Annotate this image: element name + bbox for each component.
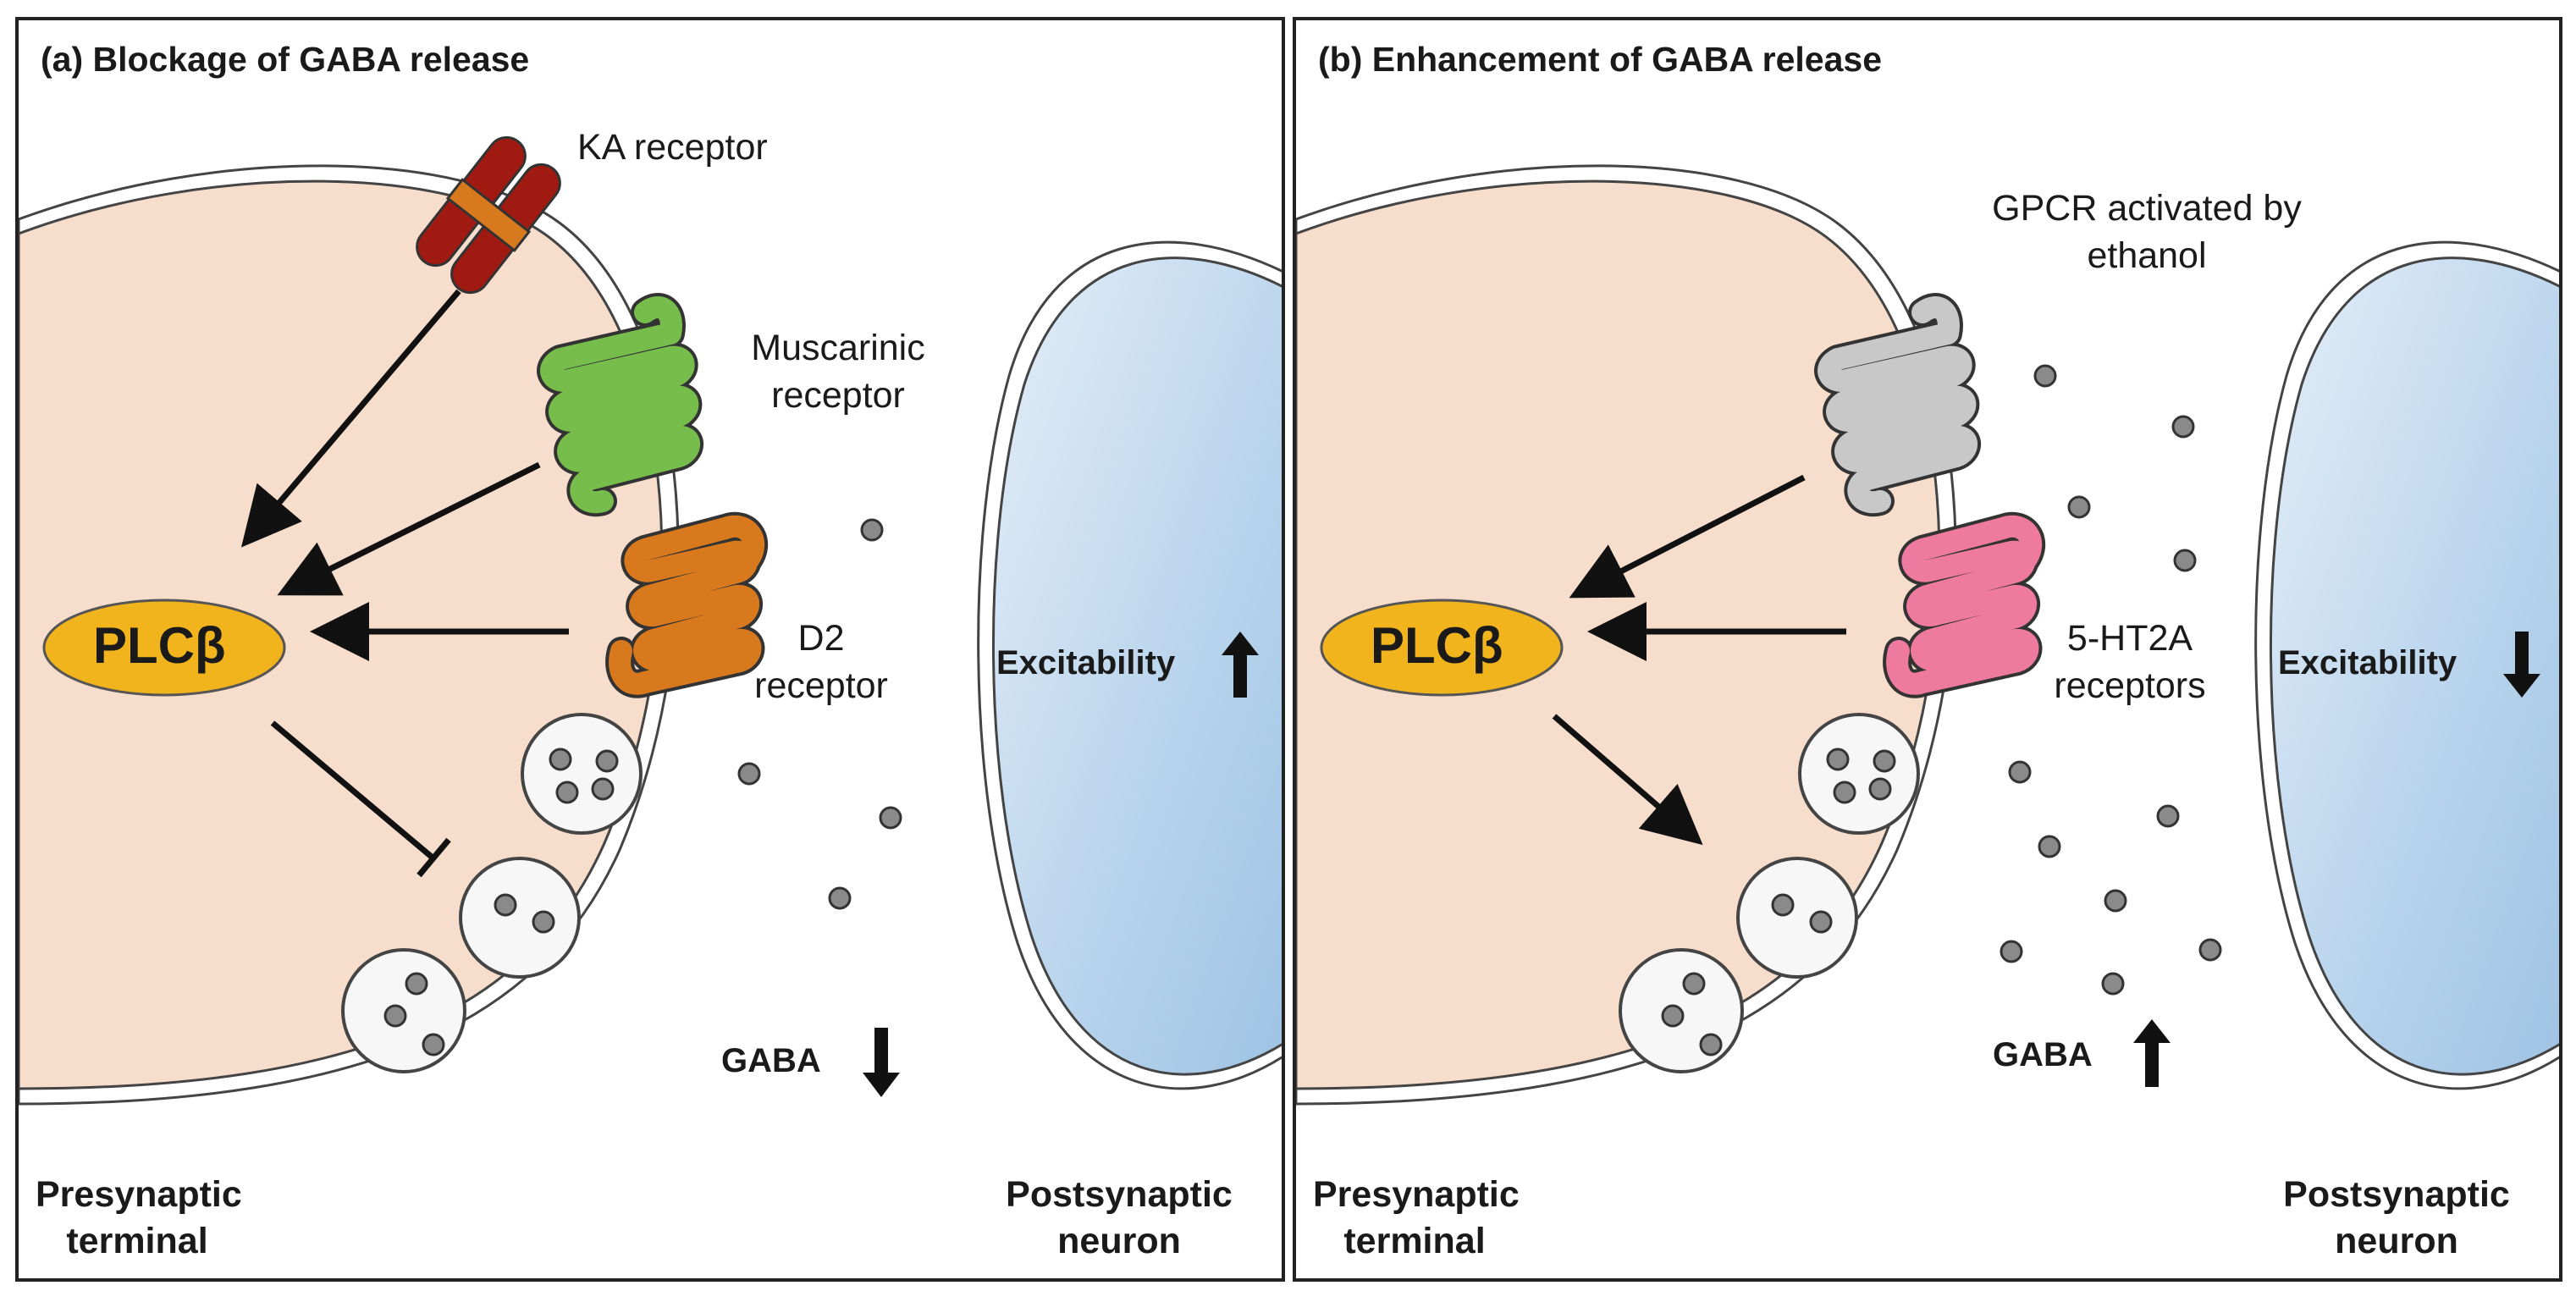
gaba-molecules xyxy=(737,518,902,910)
postsynaptic-neuron xyxy=(992,257,1282,1076)
ethanol-gpcr-icon xyxy=(1814,293,1981,517)
postsynaptic-neuron-label: Postsynaptic neuron xyxy=(2283,1174,2510,1262)
plc-beta-enzyme xyxy=(1320,599,1564,697)
vesicle xyxy=(521,713,643,835)
plc-beta-label: PLCβ xyxy=(1371,617,1503,674)
plc-beta-enzyme xyxy=(42,599,286,697)
inhibition-plc-to-vesicle xyxy=(270,720,451,878)
arrow-ka-to-plc xyxy=(240,289,461,548)
gaba-molecules xyxy=(2000,364,2222,996)
excitability-down-arrow-icon xyxy=(2503,632,2540,698)
muscarinic-receptor-label: Muscarinic receptor xyxy=(751,328,925,416)
arrow-muscarinic-to-plc xyxy=(277,461,541,596)
gaba-down-arrow-icon xyxy=(863,1028,900,1097)
vesicle xyxy=(1619,948,1744,1073)
presynaptic-terminal-label: Presynaptic terminal xyxy=(36,1174,242,1262)
excitability-label: Excitability xyxy=(996,644,1176,681)
ethanol-gpcr-label: GPCR activated by ethanol xyxy=(1992,188,2302,276)
muscarinic-receptor-icon xyxy=(537,293,703,517)
panel-a: (a) Blockage of GABA release PLCβ KA rec… xyxy=(15,17,1285,1282)
arrow-plc-to-vesicle xyxy=(1552,714,1703,846)
panel-b: (b) Enhancement of GABA release PLCβ GPC… xyxy=(1293,17,2562,1282)
gaba-up-arrow-icon xyxy=(2133,1019,2171,1087)
vesicle xyxy=(1736,857,1858,979)
arrow-gpcr-to-plc xyxy=(1569,474,1806,599)
plc-beta-label: PLCβ xyxy=(93,617,226,674)
panel-a-diagram xyxy=(19,135,1282,1106)
vesicle xyxy=(1798,713,1920,835)
ka-receptor-icon xyxy=(416,135,561,295)
ka-receptor-label: KA receptor xyxy=(577,127,768,168)
gaba-label: GABA xyxy=(721,1042,821,1079)
d2-receptor-icon xyxy=(605,511,769,698)
postsynaptic-neuron xyxy=(2270,257,2559,1076)
d2-receptor-label: D2 receptor xyxy=(754,618,888,706)
panel-a-title: (a) Blockage of GABA release xyxy=(41,40,530,79)
presynaptic-terminal-label: Presynaptic terminal xyxy=(1313,1174,1520,1262)
excitability-up-arrow-icon xyxy=(1222,632,1259,698)
gaba-label: GABA xyxy=(1993,1036,2093,1073)
panel-b-diagram xyxy=(1296,164,2559,1106)
vesicle xyxy=(341,948,466,1073)
excitability-label: Excitability xyxy=(2278,644,2457,681)
5ht2a-receptor-icon xyxy=(1883,511,2046,698)
panel-b-title: (b) Enhancement of GABA release xyxy=(1318,40,1883,79)
postsynaptic-neuron-label: Postsynaptic neuron xyxy=(1006,1174,1233,1262)
5ht2a-receptor-label: 5-HT2A receptors xyxy=(2054,618,2206,706)
vesicle xyxy=(459,857,581,979)
